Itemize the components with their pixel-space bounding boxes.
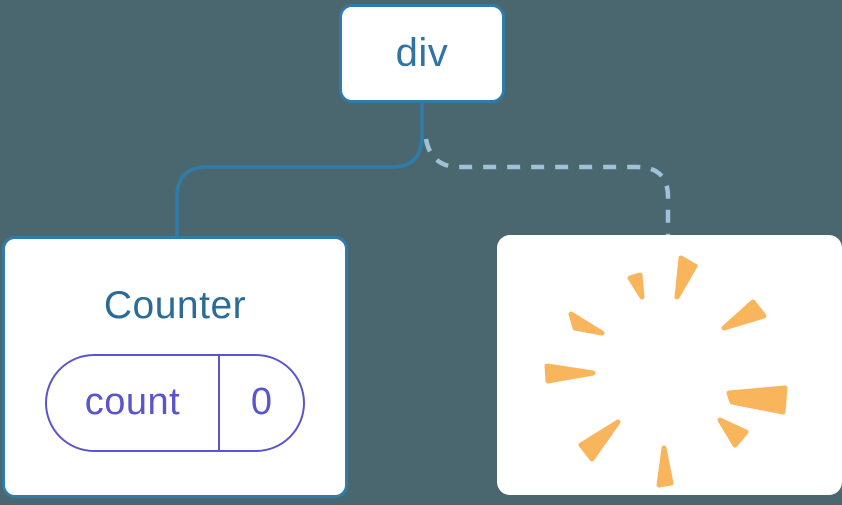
root-node-label: div: [395, 31, 449, 75]
counter-title: Counter: [103, 284, 247, 327]
edge-solid: [175, 102, 424, 237]
state-key-label: count: [47, 355, 220, 450]
state-value: 0: [250, 381, 273, 424]
tree-node-root: div: [339, 4, 505, 103]
tree-node-removed: [497, 235, 842, 495]
edge-dashed: [423, 138, 671, 236]
poof-starburst-icon: [544, 255, 788, 488]
state-pill: count 0: [45, 353, 305, 452]
tree-node-counter: Counter count 0: [2, 236, 348, 498]
